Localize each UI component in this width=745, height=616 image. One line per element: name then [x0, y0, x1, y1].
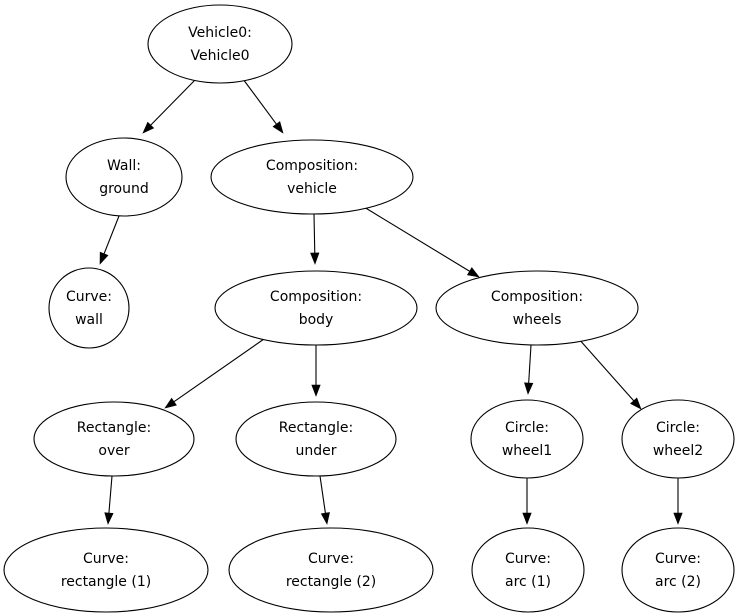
node-label-name: wheel1 [502, 443, 552, 459]
edge-line [528, 344, 532, 384]
node-ellipse[interactable] [621, 399, 735, 479]
graph-node-circle_wheel2[interactable]: Circle: wheel2 [621, 399, 735, 479]
node-ellipse[interactable] [65, 137, 183, 217]
graph-node-rectangle_over[interactable]: Rectangle: over [33, 401, 195, 477]
node-label-type: Composition: [266, 158, 358, 174]
node-label-name: wheels [513, 312, 562, 328]
node-ellipse[interactable] [3, 527, 209, 613]
node-label-name: ground [99, 181, 149, 197]
node-label-name: wheel2 [653, 443, 703, 459]
node-ellipse[interactable] [33, 401, 195, 477]
edge-line [577, 337, 635, 402]
node-ellipse[interactable] [210, 139, 414, 215]
edge-arrowhead-icon [522, 512, 532, 525]
graph-edge [104, 475, 114, 525]
graph-node-rectangle_under[interactable]: Rectangle: under [235, 401, 397, 477]
node-label-type: Composition: [270, 289, 362, 305]
node-ellipse[interactable] [147, 4, 293, 84]
graph-edge [673, 478, 683, 525]
node-ellipse[interactable] [621, 527, 735, 613]
graph-node-curve_wall[interactable]: Curve: wall [48, 267, 130, 349]
graph-edge [242, 78, 284, 134]
node-ellipse[interactable] [48, 267, 130, 349]
graph-edge [577, 337, 642, 410]
edge-arrowhead-icon [310, 252, 320, 265]
graph-edge [310, 213, 320, 265]
edge-arrowhead-icon [272, 121, 284, 134]
graph-node-circle_wheel1[interactable]: Circle: wheel1 [470, 399, 584, 479]
node-label-name: arc (2) [655, 574, 701, 590]
node-label-name: body [299, 312, 334, 328]
graph-node-composition_wheels[interactable]: Composition: wheels [435, 270, 639, 346]
edge-line [363, 206, 470, 272]
node-label-type: Rectangle: [279, 420, 353, 436]
nodes-layer: Vehicle0:Vehicle0Wall:groundComposition:… [3, 4, 735, 613]
edge-arrowhead-icon [320, 512, 330, 525]
graph-node-vehicle0[interactable]: Vehicle0: Vehicle0 [147, 4, 293, 84]
node-label-name: Vehicle0 [191, 48, 250, 64]
node-label-name: rectangle (2) [286, 574, 376, 590]
node-label-type: Curve: [505, 551, 551, 567]
node-label-type: Curve: [83, 551, 129, 567]
edge-arrowhead-icon [104, 512, 114, 525]
node-ellipse[interactable] [235, 401, 397, 477]
edge-arrowhead-icon [673, 512, 683, 525]
edge-arrowhead-icon [311, 384, 321, 397]
edge-arrowhead-icon [142, 121, 155, 134]
graph-edge [524, 344, 534, 395]
node-label-type: Curve: [308, 551, 354, 567]
node-label-name: wall [75, 312, 103, 328]
node-ellipse[interactable] [228, 527, 434, 613]
graph-edge [99, 215, 120, 265]
edge-line [319, 475, 326, 514]
graph-edge [164, 338, 265, 409]
node-label-name: rectangle (1) [61, 574, 151, 590]
node-label-name: arc (1) [505, 574, 551, 590]
edges-layer [99, 78, 683, 525]
graph-edge [311, 345, 321, 397]
edge-arrowhead-icon [164, 397, 177, 409]
node-label-type: Vehicle0: [188, 25, 252, 41]
node-ellipse[interactable] [471, 527, 585, 613]
graph-node-composition_body[interactable]: Composition: body [214, 270, 418, 346]
graph-node-curve_rectangle_1[interactable]: Curve: rectangle (1) [3, 527, 209, 613]
graph-node-curve_arc_2[interactable]: Curve: arc (2) [621, 527, 735, 613]
edge-arrowhead-icon [630, 397, 642, 410]
node-label-type: Composition: [491, 289, 583, 305]
graph-edge [522, 478, 532, 525]
graph-node-curve_arc_1[interactable]: Curve: arc (1) [471, 527, 585, 613]
edge-line [108, 475, 113, 514]
graph-edge [363, 206, 480, 278]
node-ellipse[interactable] [435, 270, 639, 346]
node-label-type: Circle: [505, 420, 549, 436]
node-label-type: Curve: [66, 289, 112, 305]
node-label-type: Rectangle: [77, 420, 151, 436]
node-label-name: vehicle [287, 181, 337, 197]
graph-node-composition_vehicle[interactable]: Composition: vehicle [210, 139, 414, 215]
node-label-type: Curve: [655, 551, 701, 567]
node-label-name: under [295, 443, 336, 459]
graph-node-wall_ground[interactable]: Wall: ground [65, 137, 183, 217]
node-label-name: over [98, 443, 129, 459]
edge-arrowhead-icon [524, 382, 534, 395]
edge-line [103, 215, 120, 254]
graph-edge [319, 475, 330, 525]
graph-node-curve_rectangle_2[interactable]: Curve: rectangle (2) [228, 527, 434, 613]
edge-line [150, 78, 197, 126]
graph-edge [142, 78, 197, 134]
edge-arrowhead-icon [466, 267, 480, 278]
node-ellipse[interactable] [214, 270, 418, 346]
edge-line [242, 78, 277, 125]
node-label-type: Circle: [656, 420, 700, 436]
edge-arrowhead-icon [99, 251, 109, 265]
edge-line [173, 338, 265, 403]
edge-line [313, 213, 316, 254]
node-label-type: Wall: [107, 158, 141, 174]
node-ellipse[interactable] [470, 399, 584, 479]
